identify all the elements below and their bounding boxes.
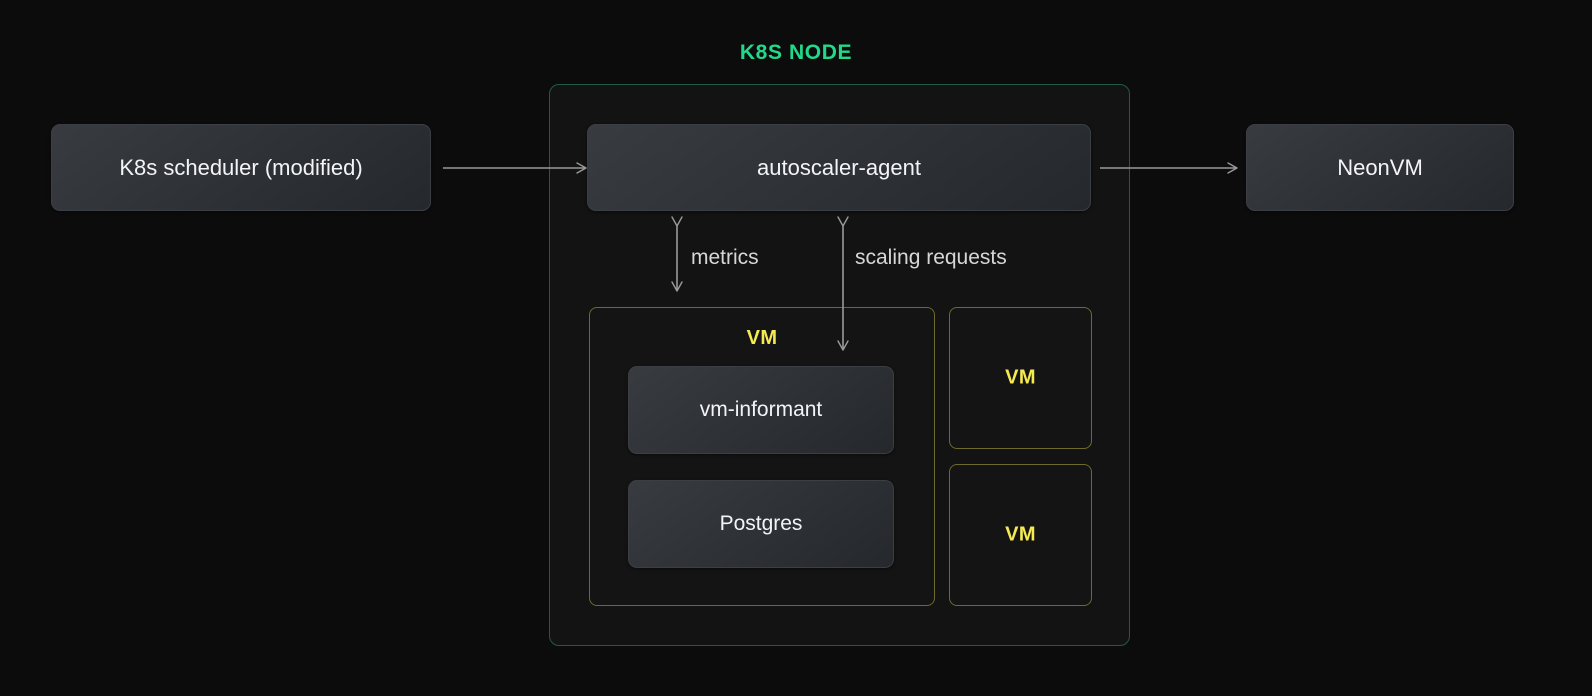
arrow-label-scaling-requests: scaling requests	[855, 246, 1007, 269]
autoscaler-agent-box[interactable]: autoscaler-agent	[587, 124, 1091, 211]
neonvm-box[interactable]: NeonVM	[1246, 124, 1514, 211]
arrow-label-metrics: metrics	[691, 246, 759, 269]
postgres-box[interactable]: Postgres	[628, 480, 894, 568]
page-title: K8S NODE	[739, 41, 853, 64]
vm-secondary-1-label: VM	[1005, 366, 1036, 389]
vm-secondary-2-label: VM	[1005, 523, 1036, 546]
vm-informant-box[interactable]: vm-informant	[628, 366, 894, 454]
vm-main-label: VM	[746, 327, 778, 349]
vm-secondary-2: VM	[949, 464, 1092, 606]
k8s-scheduler-box[interactable]: K8s scheduler (modified)	[51, 124, 431, 211]
vm-secondary-1: VM	[949, 307, 1092, 449]
